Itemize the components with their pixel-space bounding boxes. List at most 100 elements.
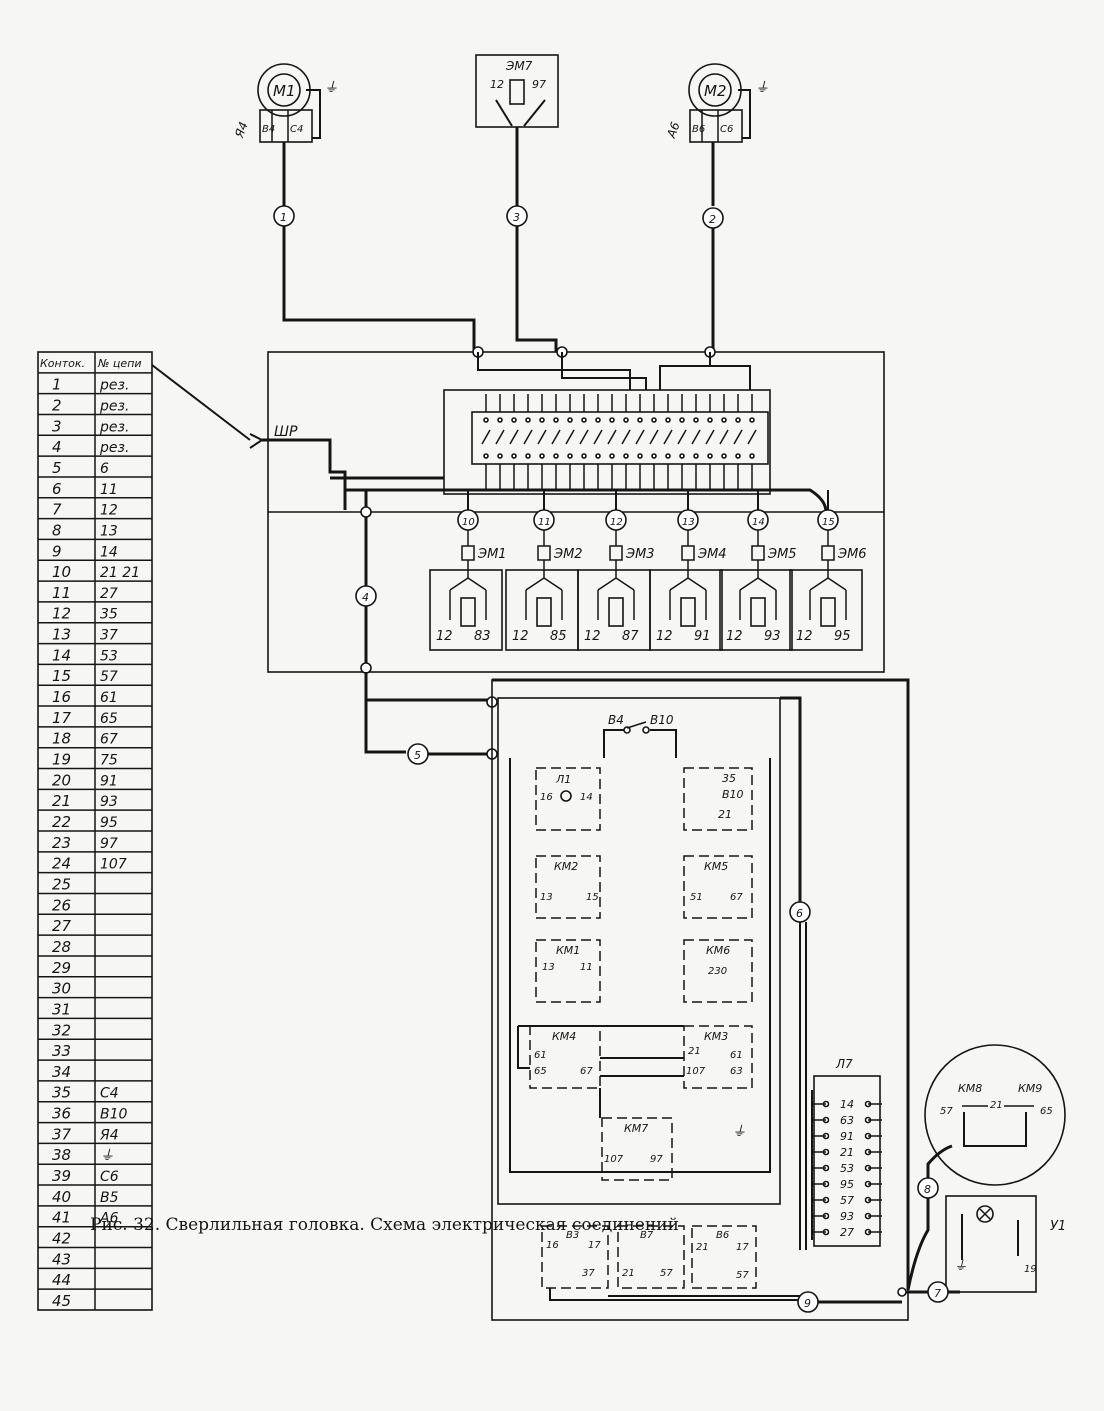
- em-pin-left: 12: [656, 629, 673, 644]
- svg-text:97: 97: [650, 1154, 663, 1165]
- em-pin-right: 95: [834, 629, 851, 644]
- l7-terminal-label: 93: [840, 1210, 854, 1223]
- svg-text:51: 51: [690, 892, 703, 903]
- svg-text:65: 65: [534, 1066, 547, 1077]
- svg-text:КМ4: КМ4: [552, 1030, 576, 1043]
- em7-label: ЭМ7: [505, 59, 533, 73]
- em-coil-label: ЭМ1: [477, 547, 507, 562]
- em-pin-left: 12: [726, 629, 743, 644]
- svg-text:А6: А6: [664, 120, 683, 141]
- table-contact-number: 21: [52, 792, 71, 810]
- table-contact-number: 8: [52, 521, 62, 539]
- svg-text:4: 4: [362, 591, 369, 604]
- svg-text:11: 11: [580, 962, 593, 973]
- table-circuit-value: 107: [100, 857, 127, 873]
- svg-text:С6: С6: [720, 124, 733, 135]
- svg-text:107: 107: [686, 1066, 706, 1077]
- table-circuit-value: 27: [100, 586, 118, 602]
- table-contact-number: 37: [52, 1125, 72, 1143]
- table-header-contact: Конток.: [40, 357, 85, 370]
- table-contact-number: 1: [52, 376, 62, 394]
- em-pin-right: 83: [474, 629, 491, 644]
- table-circuit-value: 37: [100, 628, 118, 644]
- table-contact-number: 33: [52, 1042, 71, 1060]
- table-contact-number: 16: [52, 688, 71, 706]
- table-circuit-value: 67: [100, 732, 118, 748]
- svg-text:В10: В10: [650, 713, 674, 727]
- svg-text:В4: В4: [262, 124, 275, 135]
- svg-text:15: 15: [586, 892, 599, 903]
- svg-text:3: 3: [513, 211, 520, 224]
- table-contact-number: 11: [52, 584, 71, 602]
- em-pin-left: 12: [584, 629, 601, 644]
- svg-text:КМ6: КМ6: [706, 944, 730, 957]
- l7-terminal-label: 95: [840, 1178, 854, 1191]
- em-pin-left: 12: [436, 629, 453, 644]
- table-contact-number: 34: [52, 1063, 71, 1081]
- em-pin-right: 87: [622, 629, 639, 644]
- table-circuit-value: С6: [100, 1169, 119, 1185]
- svg-text:В7: В7: [640, 1230, 654, 1241]
- svg-text:21: 21: [622, 1268, 635, 1279]
- table-circuit-value: 12: [100, 503, 118, 519]
- svg-text:Л7: Л7: [835, 1057, 853, 1071]
- terminal-strip: [443, 389, 771, 495]
- l7-terminal-label: 91: [840, 1130, 854, 1143]
- svg-text:5: 5: [414, 749, 421, 762]
- motor-m1: М1 В4 С4 Я4 ⏚ 1: [232, 63, 476, 352]
- table-contact-number: 30: [52, 980, 71, 998]
- svg-text:67: 67: [730, 892, 743, 903]
- table-contact-number: 23: [52, 834, 71, 852]
- table-contact-number: 14: [52, 646, 71, 664]
- table-circuit-value: 65: [100, 711, 118, 727]
- svg-text:107: 107: [604, 1154, 624, 1165]
- em-coil-label: ЭМ4: [697, 547, 727, 562]
- svg-text:61: 61: [534, 1050, 547, 1061]
- svg-text:КМ2: КМ2: [554, 860, 578, 873]
- em-pin-right: 93: [764, 629, 781, 644]
- table-contact-number: 39: [52, 1167, 71, 1185]
- em-coil-label: ЭМ6: [837, 547, 867, 562]
- table-circuit-value: С4: [100, 1086, 119, 1102]
- svg-text:КМ3: КМ3: [704, 1030, 728, 1043]
- svg-text:17: 17: [736, 1242, 749, 1253]
- table-contact-number: 43: [52, 1250, 71, 1268]
- table-circuit-value: 53: [100, 648, 118, 664]
- em-circle-number: 15: [822, 517, 835, 528]
- svg-text:С4: С4: [290, 124, 303, 135]
- svg-text:КМ7: КМ7: [624, 1122, 648, 1135]
- table-circuit-value: 11: [100, 482, 118, 498]
- svg-text:13: 13: [540, 892, 553, 903]
- table-contact-number: 7: [52, 501, 62, 519]
- table-contact-number: 42: [52, 1230, 71, 1248]
- table-contact-number: 2: [52, 396, 62, 414]
- table-circuit-value: рез.: [99, 419, 129, 435]
- table-contact-number: 6: [52, 480, 62, 498]
- svg-text:61: 61: [730, 1050, 743, 1061]
- em-coil-label: ЭМ5: [767, 547, 797, 562]
- em-circle-number: 13: [682, 517, 695, 528]
- motor-m2: М2 В6 С6 А6 ⏚ 2: [664, 63, 769, 352]
- table-contact-number: 20: [52, 771, 71, 789]
- svg-text:КМ9: КМ9: [1018, 1082, 1042, 1095]
- em-coil-label: ЭМ3: [625, 547, 655, 562]
- table-circuit-value: рез.: [99, 378, 129, 394]
- table-contact-number: 26: [52, 896, 71, 914]
- l7-terminal-label: 21: [840, 1146, 854, 1159]
- svg-text:63: 63: [730, 1066, 743, 1077]
- svg-text:2: 2: [709, 213, 716, 226]
- svg-text:19: 19: [1024, 1264, 1037, 1275]
- table-contact-number: 15: [52, 667, 71, 685]
- table-circuit-value: 13: [100, 523, 118, 539]
- svg-text:В4: В4: [608, 713, 624, 727]
- table-contact-number: 27: [52, 917, 72, 935]
- table-contact-number: 10: [52, 563, 71, 581]
- table-circuit-value: рез.: [99, 440, 129, 456]
- svg-text:16: 16: [546, 1240, 559, 1251]
- motor-m2-label: М2: [704, 82, 727, 100]
- table-contact-number: 38: [52, 1146, 71, 1164]
- svg-text:⏚: ⏚: [732, 1124, 746, 1140]
- svg-text:21: 21: [696, 1242, 709, 1253]
- em-circle-number: 11: [538, 517, 551, 528]
